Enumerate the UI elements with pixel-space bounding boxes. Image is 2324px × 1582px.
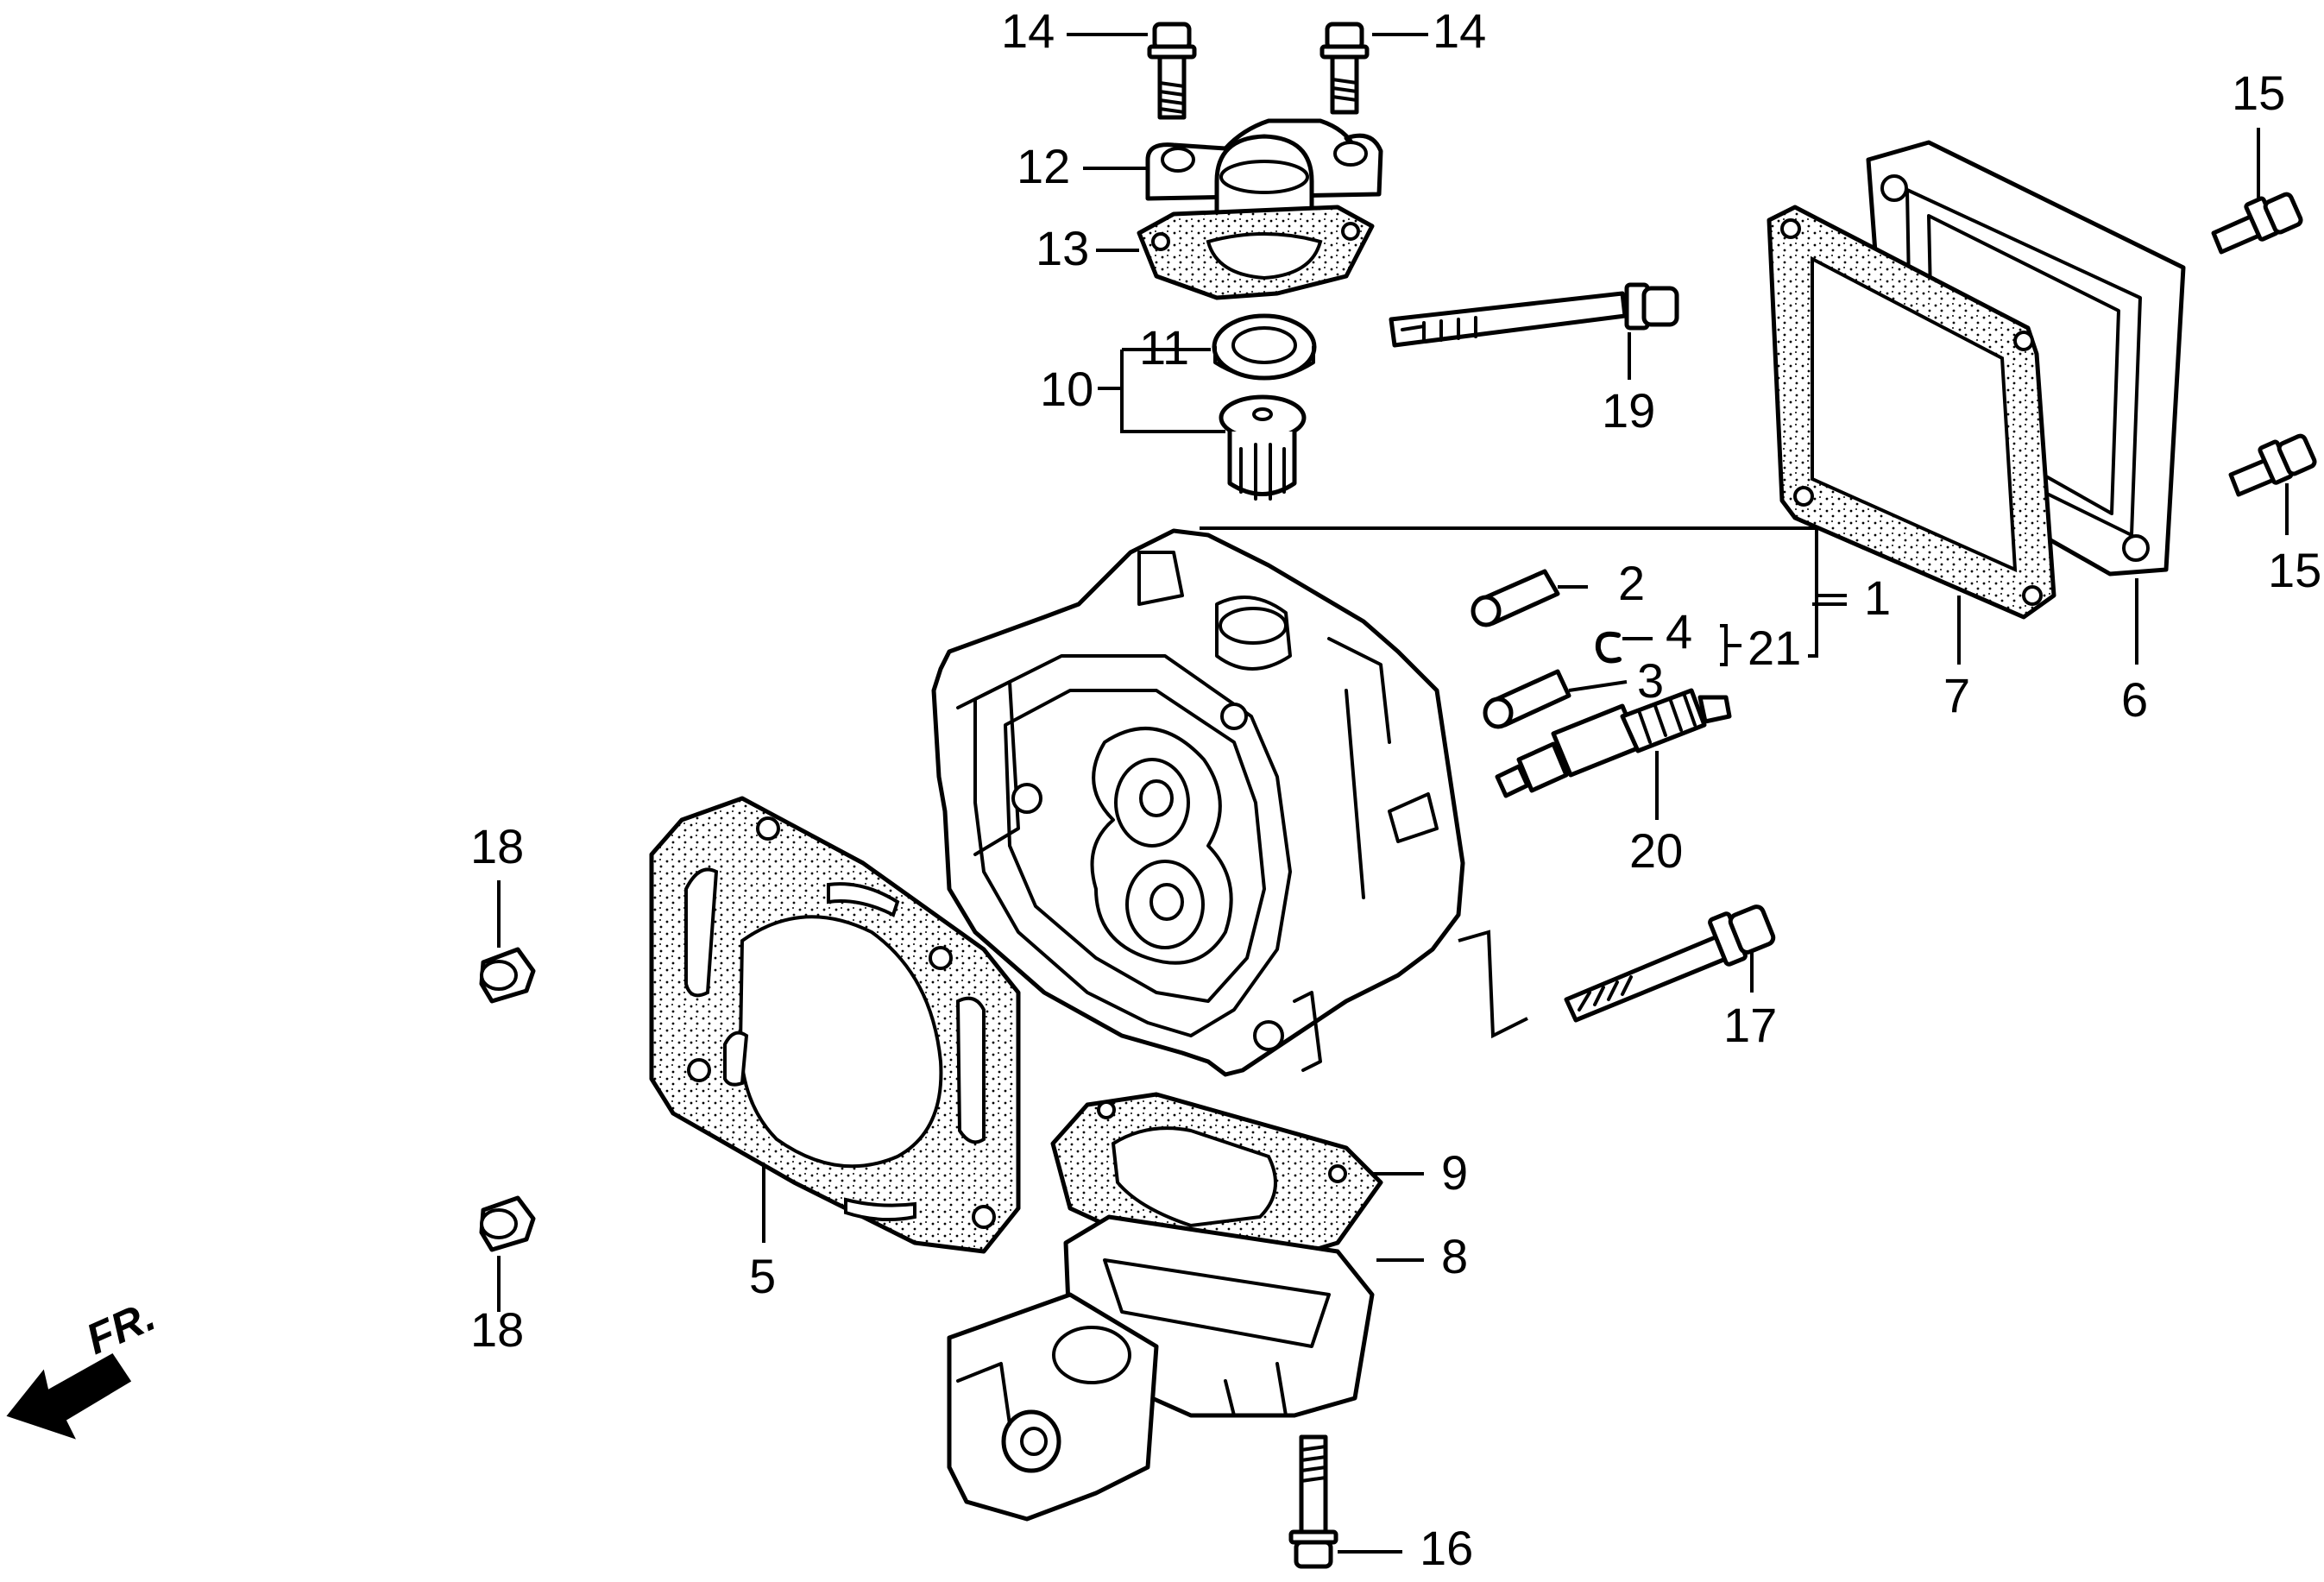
water-housing-8[interactable] [947,1214,1375,1522]
head-cover-gasket-7[interactable] [1767,205,2056,620]
collar-18-top[interactable] [479,947,536,1004]
bolt-14-left[interactable] [1147,22,1197,120]
leader-lines [497,33,2289,1554]
callout-14-right: 14 [1433,3,1486,58]
head-gasket-5[interactable] [649,796,1021,1254]
bolt-17[interactable] [1564,904,1776,1023]
callout-15-top: 15 [2232,66,2285,120]
front-direction-arrow-icon: FR. [6,1291,162,1440]
callout-11: 11 [1139,320,1189,375]
cylinder-head-1[interactable] [931,528,1465,1077]
callout-6: 6 [2121,672,2148,727]
spark-plug-20[interactable] [1495,688,1732,798]
clip-4[interactable] [1595,631,1622,664]
callout-5: 5 [749,1249,776,1303]
callout-numbers: 14 14 12 13 11 10 19 15 15 2 1 4 21 3 7 … [470,3,2321,1575]
callout-2: 2 [1618,556,1645,610]
bolt-19[interactable] [1389,282,1679,348]
callout-13: 13 [1036,221,1089,275]
callout-12: 12 [1017,139,1070,193]
callout-18-top: 18 [470,819,524,873]
callout-4: 4 [1666,604,1692,659]
valve-guide-2[interactable] [1471,569,1560,627]
callout-14-left: 14 [1001,3,1055,58]
callout-17: 17 [1723,998,1777,1052]
callout-9: 9 [1441,1145,1468,1200]
valve-guide-3[interactable] [1483,669,1571,729]
bolt-15-top[interactable] [2211,192,2303,255]
bolt-14-right[interactable] [1319,22,1370,115]
thermostat-gasket-13[interactable] [1137,205,1375,300]
callout-20: 20 [1629,823,1683,878]
callout-18-bottom: 18 [470,1302,524,1357]
callout-8: 8 [1441,1229,1468,1283]
collar-18-bottom[interactable] [479,1195,536,1252]
callout-10: 10 [1040,362,1093,416]
bolt-15-bottom[interactable] [2228,433,2317,497]
seal-11[interactable] [1212,313,1317,381]
callout-19: 19 [1602,383,1655,438]
callout-3: 3 [1637,653,1664,708]
bolt-16[interactable] [1288,1434,1338,1569]
callout-21: 21 [1748,621,1801,675]
thermostat-10[interactable] [1219,394,1307,501]
front-direction-label: FR. [79,1291,162,1364]
callout-7: 7 [1943,668,1970,722]
callout-15-bottom: 15 [2268,543,2321,597]
callout-16: 16 [1420,1521,1473,1575]
callout-1: 1 [1864,570,1891,625]
